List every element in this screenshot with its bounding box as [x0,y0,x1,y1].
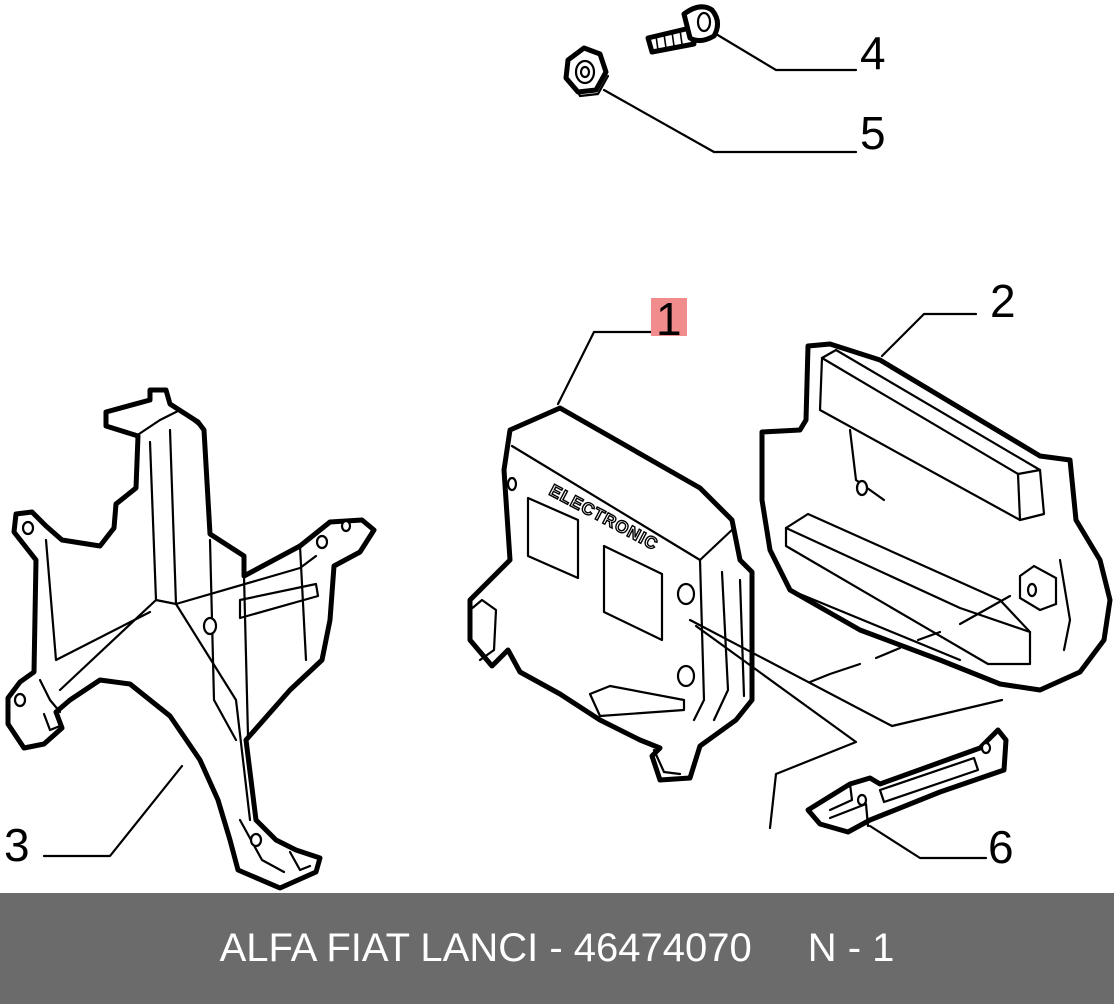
cover-part-2 [759,341,1113,693]
callout-1[interactable]: 1 [656,293,682,345]
footer-part-text: ALFA FIAT LANCI - 46474070 [219,926,752,970]
bracket-part-3 [5,387,377,891]
callout-3[interactable]: 3 [4,819,30,871]
callout-2[interactable]: 2 [990,275,1016,327]
leader-line-2 [880,312,978,358]
leader-line-5 [602,88,858,154]
leader-line-1 [556,330,654,406]
small-bracket-part-6 [805,727,1009,835]
ecu-part-1: ELECTRONIC [467,405,755,783]
bolt-part-4 [645,4,720,55]
leader-line-6 [868,824,988,860]
callout-6[interactable]: 6 [988,821,1014,873]
assembly-lines [688,594,1012,830]
nut-part-5 [563,45,610,98]
parts-diagram: ELECTRONIC [4,4,1113,891]
parts-diagram-drawing: ELECTRONIC [5,4,1113,891]
callout-4[interactable]: 4 [860,27,886,79]
callout-1-highlight [651,298,687,336]
footer-quantity-text: N - 1 [807,926,895,970]
leader-line-4 [714,32,858,72]
leader-lines [42,32,988,860]
callout-5[interactable]: 5 [860,107,886,159]
leader-line-3 [42,764,184,858]
footer-bar: ALFA FIAT LANCI - 46474070 N - 1 [0,893,1114,1004]
